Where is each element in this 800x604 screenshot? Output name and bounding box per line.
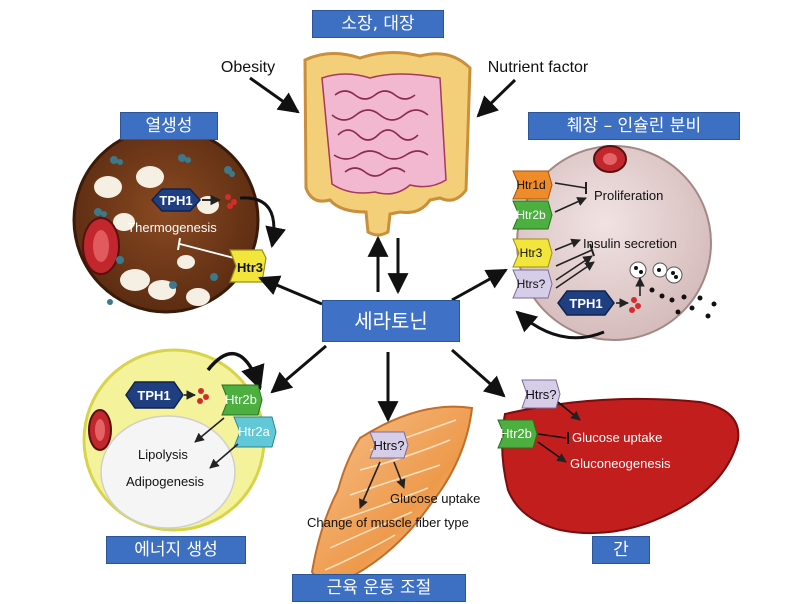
liver-process-gluconeogenesis: Gluconeogenesis [570, 456, 671, 471]
pancreas-process-proliferation: Proliferation [594, 188, 663, 203]
label-pancreas: 췌장 – 인슐린 분비 [528, 112, 740, 140]
pancreas-receptor-htr1d: Htr1d [516, 178, 545, 192]
brown-fat-process: Thermogenesis [127, 220, 217, 235]
muscle-process-glucose: Glucose uptake [390, 491, 480, 506]
pancreas-process-insulin: Insulin secretion [583, 236, 677, 251]
label-thermogenesis: 열생성 [120, 112, 218, 140]
label-gut: 소장, 대장 [312, 10, 444, 38]
label-energy: 에너지 생성 [106, 536, 246, 564]
brown-fat-receptor: Htr3 [237, 260, 263, 275]
gut-illustration [303, 51, 472, 237]
pancreas-receptor-htr2b: Htr2b [516, 208, 546, 222]
muscle-process-fiber: Change of muscle fiber type [307, 515, 469, 530]
pancreas-receptor-htr3: Htr3 [520, 246, 543, 260]
white-fat-process-adipogenesis: Adipogenesis [126, 474, 205, 489]
label-serotonin: 세라토닌 [322, 300, 460, 342]
white-fat-tph1: TPH1 [137, 388, 170, 403]
brown-fat-cell: TPH1 Thermogenesis Htr3 [72, 126, 286, 314]
muscle-receptor: Htrs? [373, 438, 404, 453]
pancreas-tph1: TPH1 [569, 296, 602, 311]
pancreas-receptor-htrs: Htrs? [517, 277, 546, 291]
liver-receptor-htrs: Htrs? [525, 387, 556, 402]
liver-organ: Htrs? Htr2b Glucose uptake Gluconeogenes… [497, 379, 740, 535]
pancreas-cell: Htr1d Htr2b Htr3 Htrs? Proliferation Ins… [512, 145, 717, 341]
input-nutrient: Nutrient factor [488, 59, 589, 76]
white-fat-receptor-htr2a: Htr2a [238, 424, 271, 439]
liver-process-glucose: Glucose uptake [572, 430, 662, 445]
input-obesity: Obesity [221, 59, 275, 76]
muscle-tissue: Htrs? Glucose uptake Change of muscle fi… [307, 405, 480, 584]
label-liver: 간 [592, 536, 650, 564]
white-fat-receptor-htr2b: Htr2b [225, 392, 257, 407]
brown-fat-tph1: TPH1 [159, 193, 192, 208]
white-fat-cell: TPH1 Htr2b Htr2a Lipolysis Adipogenesis [82, 348, 277, 532]
liver-receptor-htr2b: Htr2b [500, 426, 532, 441]
white-fat-process-lipolysis: Lipolysis [138, 447, 188, 462]
label-muscle: 근육 운동 조절 [292, 574, 466, 602]
